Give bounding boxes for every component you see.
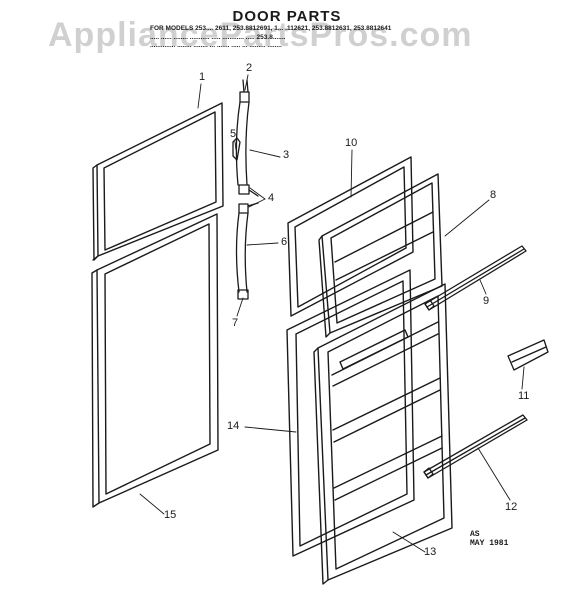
stamp-date: MAY 1981	[470, 539, 509, 548]
fresh-food-shelf-rail	[423, 414, 528, 479]
callout-5: 5	[230, 128, 237, 140]
fresh-food-door-gasket	[91, 213, 219, 508]
fresh-food-door-liner	[313, 283, 453, 585]
callout-6: 6	[281, 236, 288, 248]
model-line: .............. ........ ........ ... ...…	[150, 42, 282, 49]
callout-8: 8	[490, 189, 497, 201]
callout-4: 4	[268, 192, 275, 204]
callout-14: 14	[227, 420, 240, 432]
freezer-door-liner	[318, 173, 443, 338]
fresh-food-inner-gasket	[286, 269, 415, 557]
diagram-title: DOOR PARTS	[232, 8, 342, 25]
stamp-initials: AS	[470, 530, 480, 539]
callout-13: 13	[424, 546, 437, 558]
callout-11: 11	[518, 390, 530, 402]
leader-lines	[139, 74, 525, 553]
model-line: FOR MODELS 253.... 2611, 253.8812691, 1.…	[150, 25, 392, 32]
freezer-inner-gasket	[287, 156, 414, 317]
callout-9: 9	[483, 295, 490, 307]
dairy-door-bracket	[507, 339, 549, 371]
callout-2: 2	[246, 62, 253, 74]
callout-1: 1	[199, 71, 206, 83]
freezer-shelf-rail	[424, 245, 527, 311]
date-stamp: AS MAY 1981	[470, 530, 508, 548]
freezer-door-gasket	[92, 102, 224, 261]
watermark: AppliancePartsPros.com	[48, 16, 473, 54]
callout-7: 7	[232, 317, 239, 329]
callout-3: 3	[283, 149, 290, 161]
lower-handle-assembly	[235, 202, 259, 300]
callout-10: 10	[345, 137, 358, 149]
callout-12: 12	[505, 501, 518, 513]
callout-15: 15	[164, 509, 177, 521]
model-line: ..... ...... ........ ........... ..... …	[150, 33, 286, 41]
upper-handle-assembly	[232, 79, 259, 197]
model-list: FOR MODELS 253.... 2611, 253.8812691, 1.…	[150, 25, 480, 51]
